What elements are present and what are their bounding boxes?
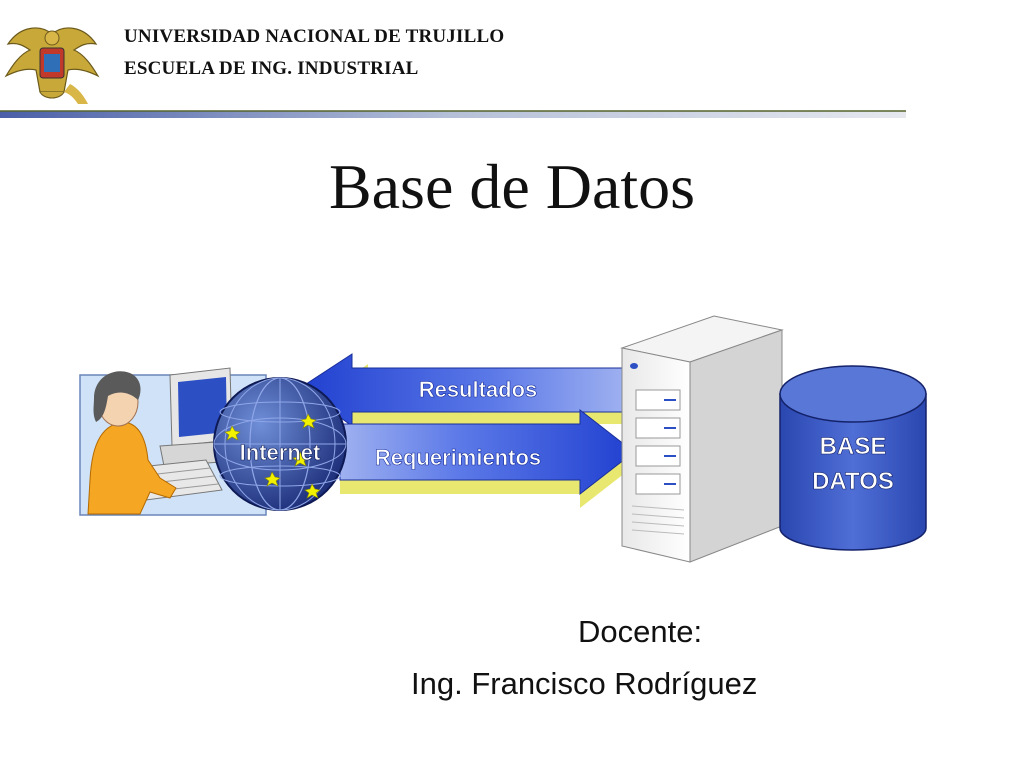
internet-label: Internet: [240, 440, 321, 465]
database-label-line2: DATOS: [812, 468, 894, 495]
results-label: Resultados: [419, 377, 538, 402]
database-cylinder-icon: BASE DATOS: [779, 365, 927, 551]
server-tower-icon: [620, 315, 784, 563]
university-name: UNIVERSIDAD NACIONAL DE TRUJILLO: [124, 26, 505, 47]
professor-name: Ing. Francisco Rodríguez: [411, 666, 758, 701]
eagle-emblem-icon: [4, 27, 100, 104]
internet-globe-icon: Internet: [213, 377, 347, 511]
university-logo: [4, 27, 100, 104]
slide-title: Base de Datos: [328, 151, 696, 222]
user-person-icon: [87, 371, 177, 515]
results-arrow: Resultados: [299, 353, 644, 438]
client-server-diagram: Resultados Requerimientos Internet: [79, 315, 927, 563]
client-workstation-illustration: [79, 367, 267, 516]
docente-label: Docente:: [578, 614, 703, 649]
requests-label: Requerimientos: [375, 445, 541, 470]
school-name: ESCUELA DE ING. INDUSTRIAL: [124, 58, 419, 79]
database-label-line1: BASE: [820, 433, 887, 460]
header-rule: [0, 110, 906, 118]
requests-arrow: Requerimientos: [339, 408, 635, 508]
